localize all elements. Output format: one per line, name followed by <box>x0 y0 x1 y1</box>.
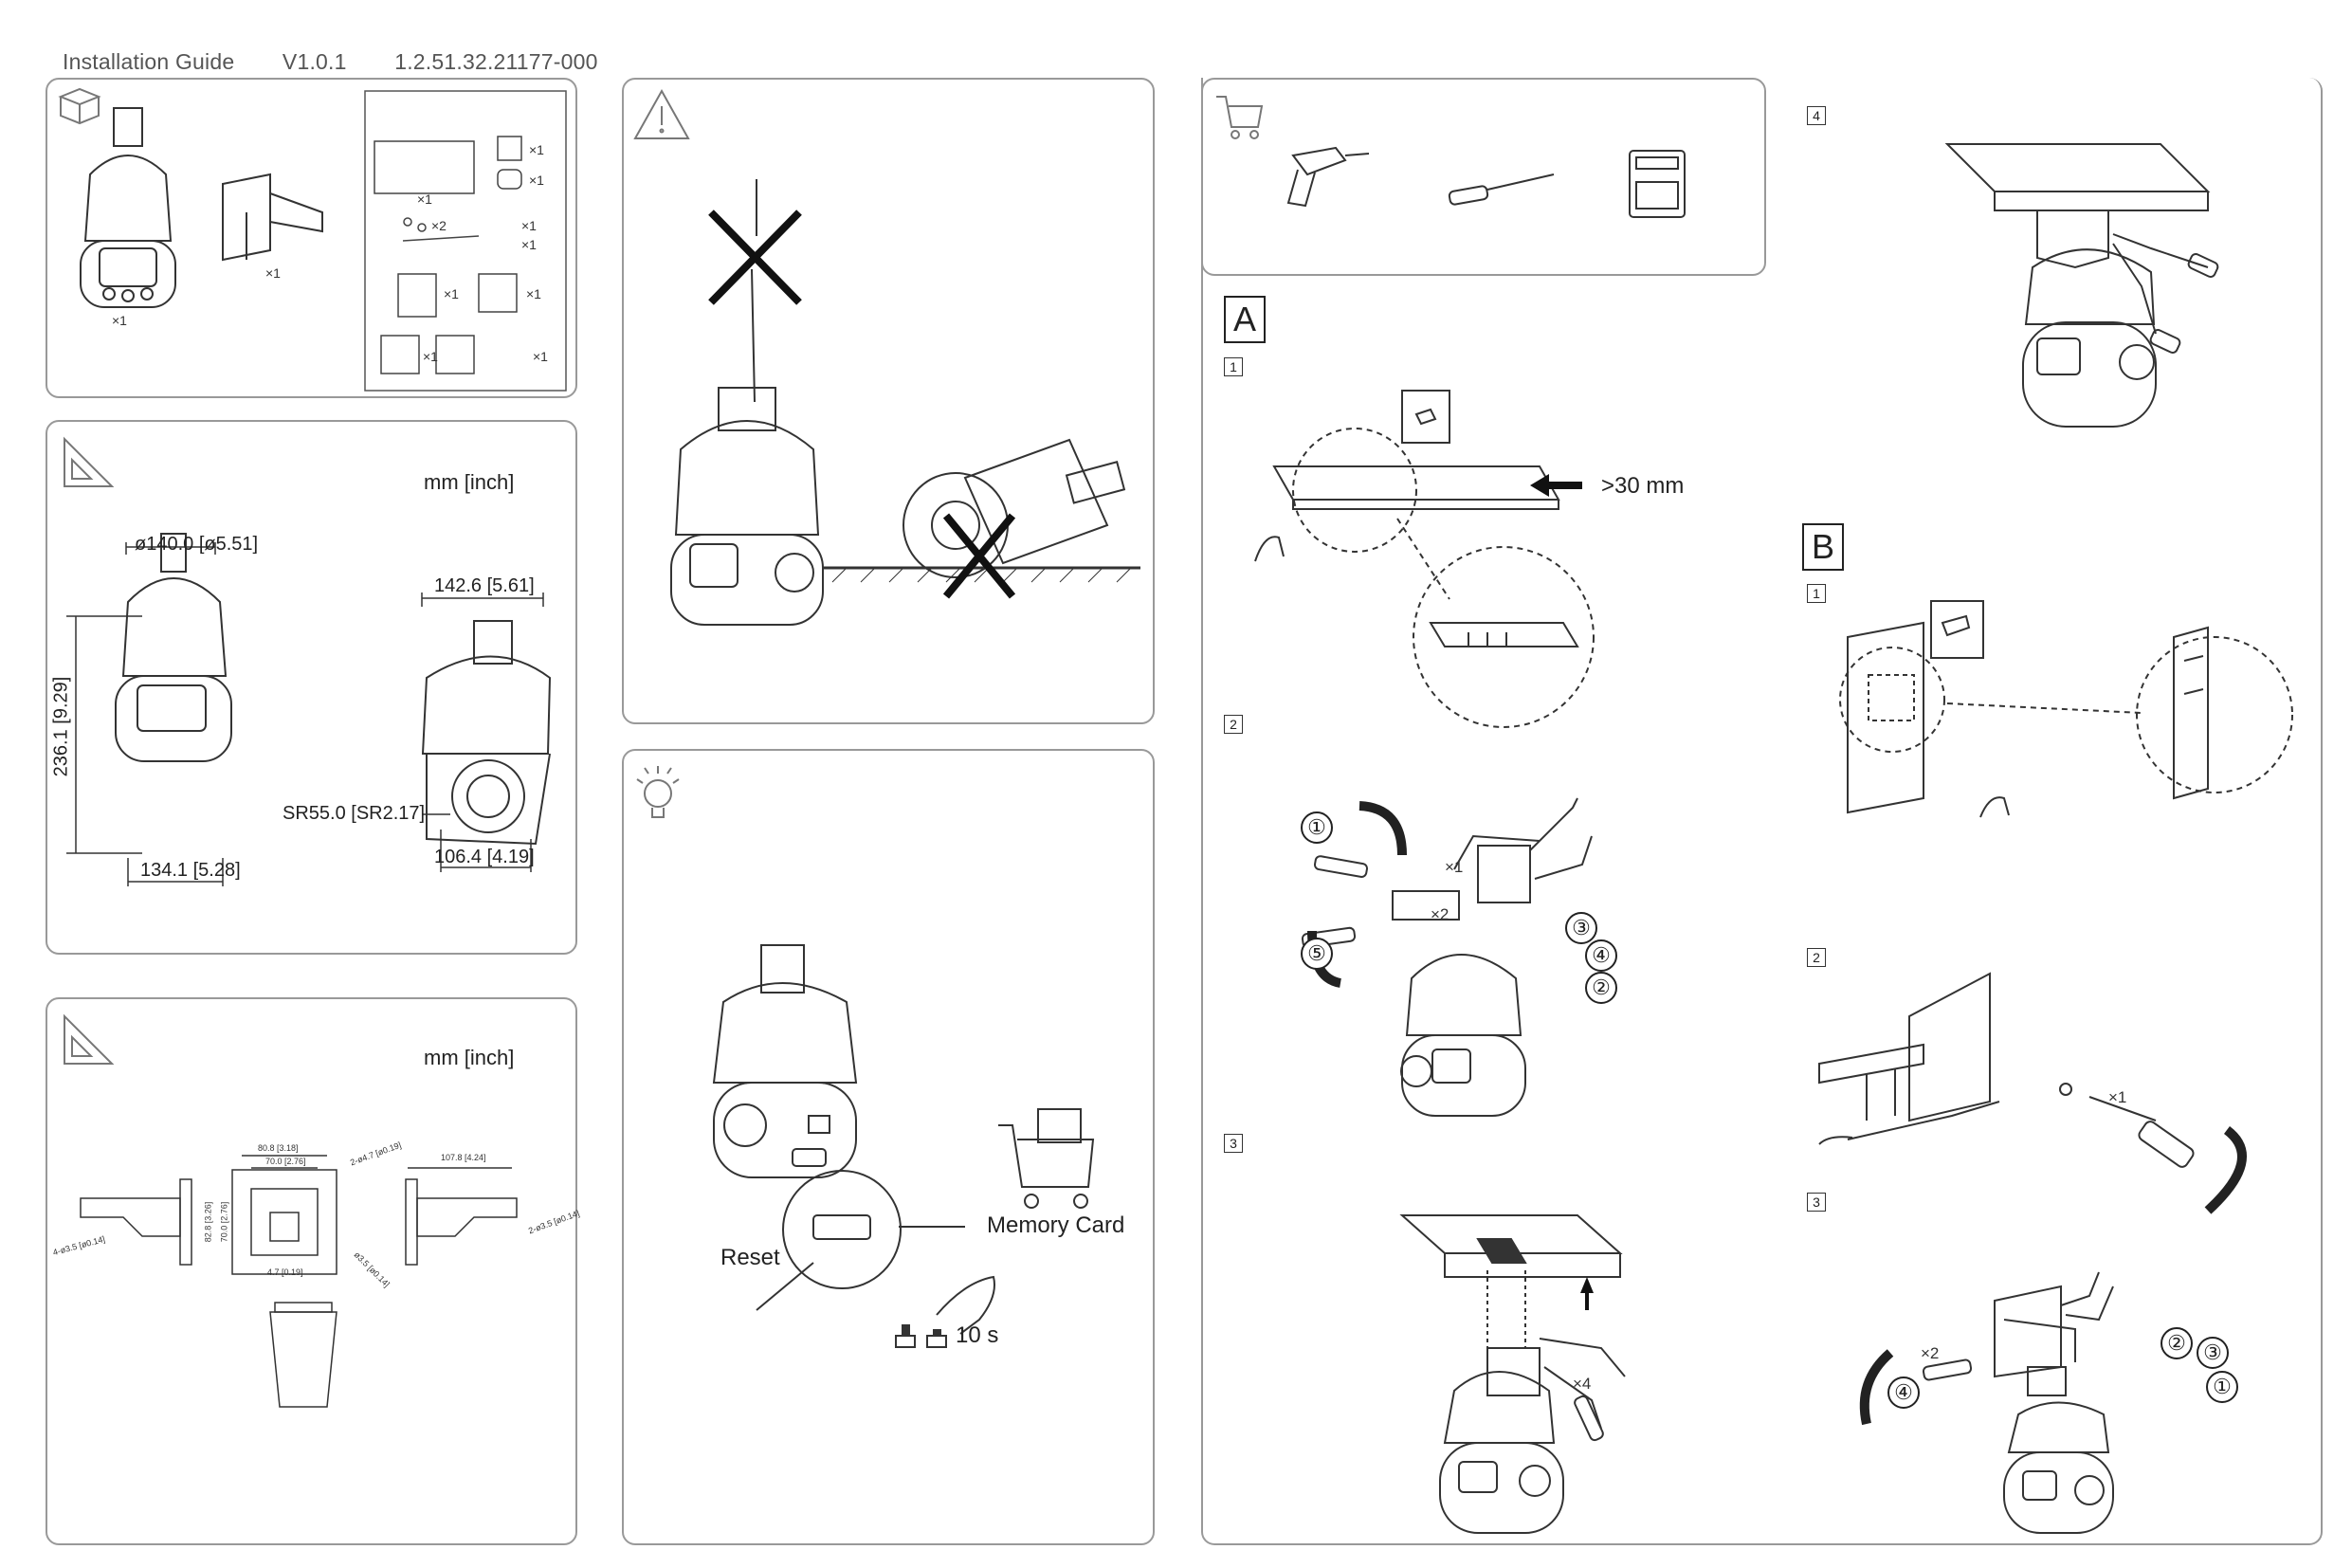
camera-dimension-drawing <box>64 436 552 886</box>
unit-label: mm [inch] <box>424 470 515 494</box>
callout-1: ① <box>2206 1371 2238 1403</box>
callout-4: ④ <box>1887 1377 1920 1409</box>
packing-illustration <box>58 87 567 392</box>
callout-3: ③ <box>1565 912 1597 944</box>
camera-dimensions-panel: mm [inch] ø140.0 [ø5.51] 236.1 [9.29] 13… <box>46 420 577 955</box>
step-badge: 3 <box>1224 1134 1243 1153</box>
callout-4: ④ <box>1585 939 1617 972</box>
box-icon <box>58 87 101 125</box>
height-label: 236.1 [9.29] <box>50 676 72 777</box>
drill-icon <box>1286 146 1370 208</box>
prohibited-x-icon <box>708 210 1016 599</box>
ruler-icon <box>64 1013 115 1065</box>
tools-illustration <box>1216 96 1686 218</box>
camera-qty: ×1 <box>112 313 127 328</box>
item-qty: ×1 <box>417 191 432 207</box>
distance-label: >30 mm <box>1601 473 1685 499</box>
hold-time-label: 10 s <box>956 1322 999 1348</box>
item-qty: ×1 <box>444 286 459 301</box>
step-badge: 3 <box>1807 1193 1826 1212</box>
qty-label: ×1 <box>2108 1088 2127 1106</box>
document-header: Installation Guide V1.0.1 1.2.51.32.2117… <box>63 49 640 75</box>
step-badge: 4 <box>1807 106 1826 125</box>
reset-label: Reset <box>720 1245 780 1270</box>
step-badge: 1 <box>1807 584 1826 603</box>
bracket-drawing <box>222 173 323 262</box>
memory-card-label: Memory Card <box>987 1212 1125 1238</box>
item-qty: ×1 <box>533 349 548 364</box>
item-qty: ×1 <box>423 349 438 364</box>
installation-illustration <box>1254 143 2293 1534</box>
installation-panel: A 1 >30 mm 2 ×1 ×2 3 ×4 4 ① ② ③ ④ ⑤ B 1 … <box>1201 78 2323 1545</box>
dim-label: 4.7 [0.19] <box>267 1267 303 1277</box>
width-front-label: 134.1 [5.28] <box>140 860 241 881</box>
ruler-icon <box>64 436 115 487</box>
callout-3: ③ <box>2197 1337 2229 1369</box>
diameter-label: ø140.0 [ø5.51] <box>135 534 259 555</box>
callout-5: ⑤ <box>1301 938 1333 970</box>
bracket-dimension-drawing <box>64 1013 518 1408</box>
item-qty: ×1 <box>529 173 544 188</box>
qty-label: ×2 <box>1431 905 1449 923</box>
section-b-badge: B <box>1802 523 1844 571</box>
callout-1: ① <box>1301 811 1333 844</box>
callout-2: ② <box>2161 1327 2193 1359</box>
caution-panel <box>622 78 1155 724</box>
item-qty: ×1 <box>526 286 541 301</box>
dim-label: 70.0 [2.76] <box>265 1157 306 1166</box>
bracket-dimensions-panel: mm [inch] 80.8 [3.18] 70.0 [2.76] 70.0 [… <box>46 997 581 1545</box>
memory-card-icon <box>1629 150 1686 218</box>
reset-illustration <box>636 766 1095 1348</box>
callout-2: ② <box>1585 972 1617 1004</box>
camera-drawing <box>80 107 176 308</box>
dim-label: 80.8 [3.18] <box>258 1143 299 1153</box>
lightbulb-icon <box>636 766 680 818</box>
tip-panel: Reset Memory Card 10 s <box>622 749 1155 1545</box>
step-badge: 2 <box>1807 948 1826 967</box>
dim-label: 107.8 [4.24] <box>441 1153 486 1162</box>
bracket-qty: ×1 <box>265 265 281 281</box>
doc-version: V1.0.1 <box>282 49 347 74</box>
screwdriver-icon <box>1448 173 1555 206</box>
qty-label: ×2 <box>1921 1344 1940 1362</box>
cart-icon <box>1216 96 1264 139</box>
dim-label: 70.0 [2.76] <box>219 1201 229 1243</box>
step-badge: 2 <box>1224 715 1243 734</box>
step-badge: 1 <box>1224 357 1243 376</box>
unit-label: mm [inch] <box>424 1046 515 1069</box>
qty-label: ×4 <box>1573 1375 1592 1393</box>
radius-label: SR55.0 [SR2.17] <box>283 803 426 824</box>
caution-illustration <box>633 88 1140 626</box>
packing-panel: ×1 ×1 ×1 ×1 ×1 ×2 ×1 ×1 ×1 ×1 ×1 ×1 <box>46 78 577 398</box>
item-qty: ×1 <box>529 142 544 157</box>
item-qty: ×2 <box>431 218 447 233</box>
tools-panel <box>1201 78 1766 276</box>
section-a-badge: A <box>1224 296 1266 343</box>
width-side-label: 142.6 [5.61] <box>434 575 535 596</box>
qty-label: ×1 <box>1445 858 1464 876</box>
warning-icon <box>633 88 690 139</box>
item-qty: ×1 <box>521 237 537 252</box>
doc-number: 1.2.51.32.21177-000 <box>394 49 598 74</box>
depth-label: 106.4 [4.19] <box>434 847 535 867</box>
item-qty: ×1 <box>521 218 537 233</box>
doc-title: Installation Guide <box>63 49 235 74</box>
dim-label: 82.8 [3.26] <box>203 1201 213 1243</box>
